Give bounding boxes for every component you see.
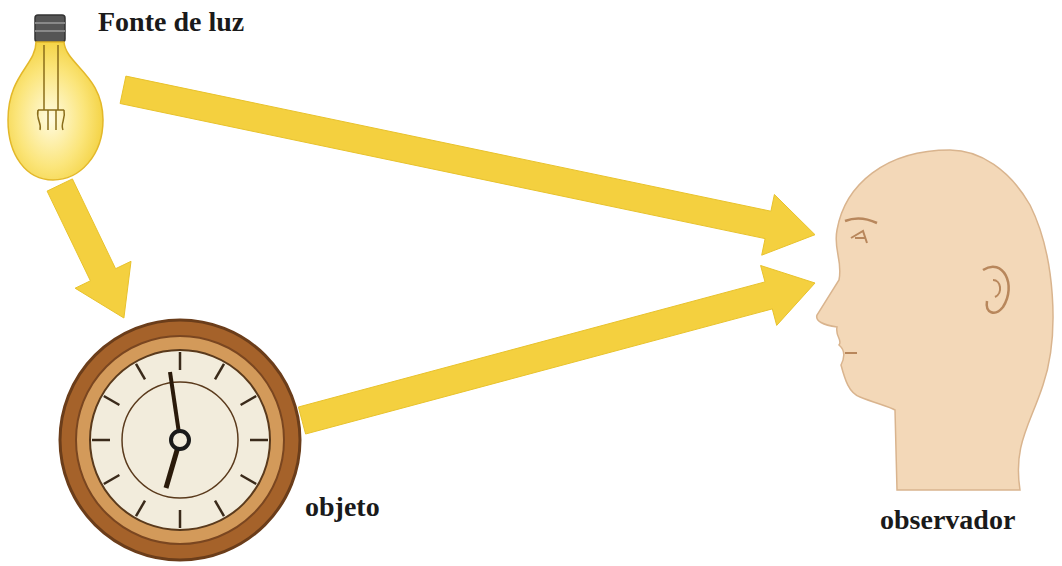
node-label: Fonte de luz (98, 5, 244, 39)
light-source: Fonte de luz (8, 15, 123, 185)
node-label: observador (880, 503, 1015, 537)
clock (60, 320, 300, 560)
light-ray-arrow (47, 179, 131, 318)
light-ray-arrow (120, 76, 815, 255)
light-bulb (8, 15, 103, 180)
object: objeto (58, 318, 302, 562)
light-ray-arrow (298, 266, 815, 435)
node-label: objeto (305, 490, 380, 524)
observer: observador (815, 145, 1055, 490)
observer-head (817, 150, 1053, 490)
